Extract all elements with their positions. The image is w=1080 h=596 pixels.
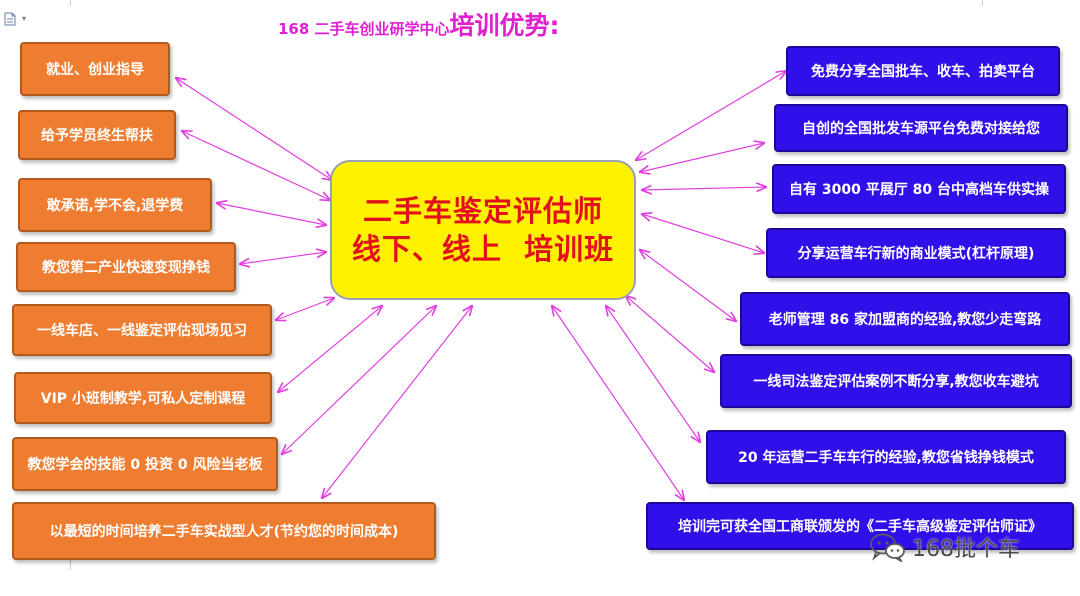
- left-box-6: VIP 小班制教学,可私人定制课程: [14, 372, 272, 424]
- arrow-left-8: [322, 306, 472, 498]
- right-box-3: 自有 3000 平展厅 80 台中高档车供实操: [772, 164, 1066, 214]
- page-corner-mark-top-right: [982, 0, 983, 6]
- arrow-right-8: [552, 306, 684, 500]
- page-corner-mark-top-left: [70, 0, 71, 6]
- left-box-3: 敢承诺,学不会,退学费: [18, 178, 212, 232]
- left-box-2: 给予学员终生帮扶: [18, 110, 176, 160]
- arrow-right-3: [642, 187, 766, 190]
- right-box-7: 20 年运营二手车车行的经验,教您省钱挣钱模式: [706, 430, 1066, 484]
- document-icon: [4, 12, 16, 26]
- wechat-icon: [870, 533, 905, 562]
- arrow-left-7: [282, 306, 436, 454]
- arrow-left-3: [217, 203, 326, 225]
- page-title: 168 二手车创业研学中心 培训优势:: [278, 6, 560, 42]
- arrow-right-5: [640, 250, 736, 321]
- arrow-left-2: [182, 131, 330, 200]
- center-line-2: 线下、线上 培训班: [351, 232, 615, 266]
- left-box-5: 一线车店、一线鉴定评估现场见习: [12, 304, 272, 356]
- right-box-2: 自创的全国批发车源平台免费对接给您: [774, 104, 1068, 152]
- watermark-text: 168批个车: [912, 537, 1020, 562]
- arrow-right-7: [606, 306, 700, 442]
- right-box-1: 免费分享全国批车、收车、拍卖平台: [786, 46, 1060, 96]
- page-corner-mark-bottom-left: [70, 560, 71, 570]
- right-box-5: 老师管理 86 家加盟商的经验,教您少走弯路: [740, 292, 1070, 346]
- left-box-1: 就业、创业指导: [20, 42, 170, 96]
- center-line-1: 二手车鉴定评估师: [362, 194, 603, 228]
- arrow-right-6: [626, 296, 714, 372]
- watermark: 168批个车: [868, 530, 1020, 564]
- arrow-left-5: [276, 298, 334, 320]
- left-box-8: 以最短的时间培养二手车实战型人才(节约您的时间成本): [12, 502, 436, 560]
- right-box-8: 培训完可获全国工商联颁发的《二手车高级鉴定评估师证》: [646, 502, 1074, 550]
- arrow-right-4: [642, 214, 764, 253]
- chevron-down-icon: ▾: [22, 14, 27, 23]
- right-box-6: 一线司法鉴定评估案例不断分享,教您收车避坑: [720, 354, 1072, 408]
- left-box-7: 教您学会的技能 0 投资 0 风险当老板: [12, 437, 278, 491]
- arrow-right-1: [636, 71, 786, 160]
- arrow-left-4: [240, 252, 326, 264]
- title-prefix: 168 二手车创业研学中心: [278, 20, 450, 38]
- title-main: 培训优势:: [449, 11, 560, 40]
- arrow-left-6: [278, 306, 382, 392]
- arrow-right-2: [640, 143, 764, 172]
- center-topic-box: 二手车鉴定评估师 线下、线上 培训班: [330, 160, 636, 300]
- right-box-4: 分享运营车行新的商业模式(杠杆原理): [766, 228, 1066, 278]
- left-box-4: 教您第二产业快速变现挣钱: [16, 242, 236, 292]
